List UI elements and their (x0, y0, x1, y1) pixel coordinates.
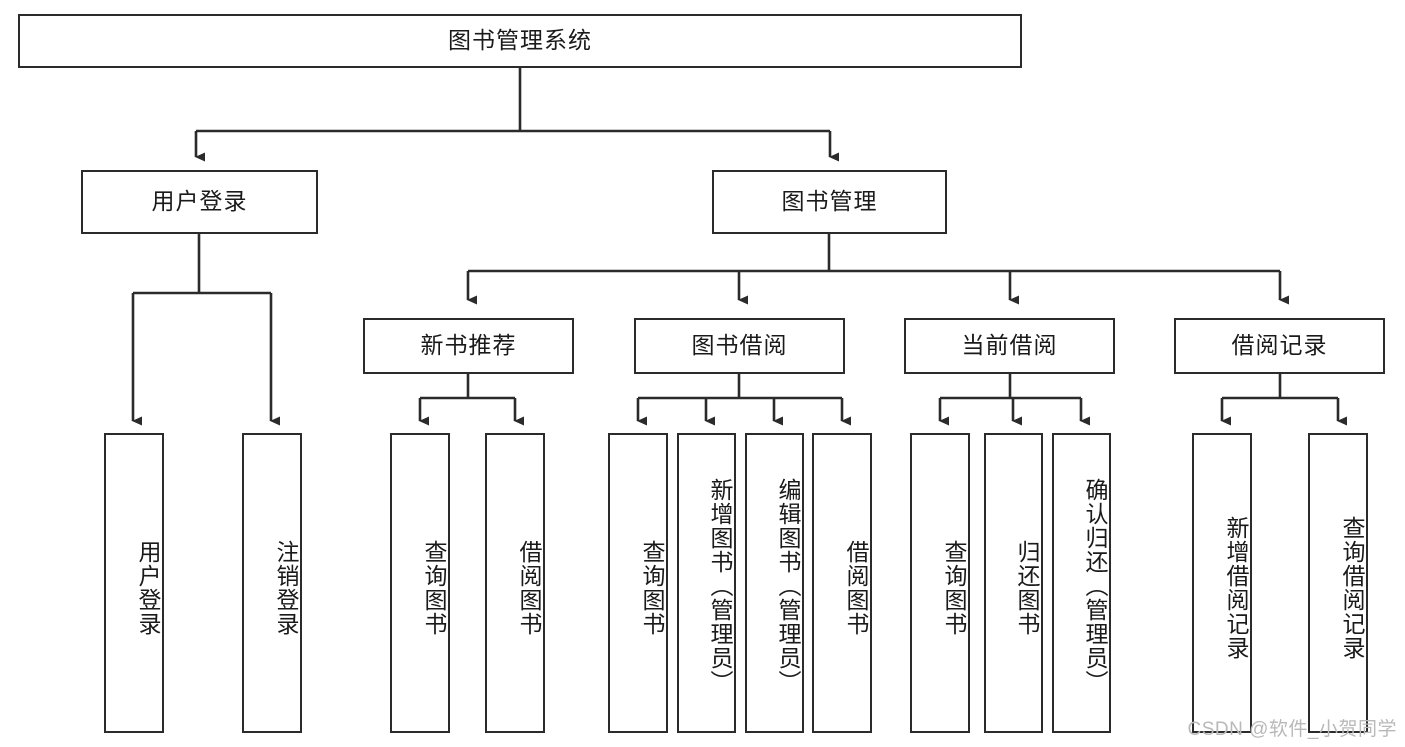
node-label: 用户登录 (135, 540, 161, 636)
node-root-book-management-system[interactable]: 图书管理系统 (18, 14, 1022, 68)
node-label: 归还图书 (1014, 540, 1040, 636)
leaf-borrow-book[interactable]: 借阅图书 (812, 433, 872, 733)
node-label: 查询借阅记录 (1339, 516, 1365, 660)
node-label: 借阅图书 (843, 540, 869, 636)
leaf-add-borrow-record[interactable]: 新增借阅记录 (1192, 433, 1252, 733)
leaf-edit-book-admin[interactable]: 编辑图书（管理员） (745, 433, 804, 733)
node-label: 图书管理系统 (448, 27, 592, 54)
node-label: 新增图书（管理员） (707, 478, 733, 694)
node-borrow-record[interactable]: 借阅记录 (1174, 318, 1385, 374)
leaf-logout-login[interactable]: 注销登录 (242, 433, 302, 733)
leaf-return-book[interactable]: 归还图书 (984, 433, 1043, 733)
node-user-login[interactable]: 用户登录 (81, 170, 318, 234)
node-label: 图书借阅 (691, 332, 788, 359)
node-label: 确认归还（管理员） (1082, 478, 1108, 694)
node-label: 当前借阅 (961, 332, 1058, 359)
node-label: 新书推荐 (420, 332, 517, 359)
node-book-borrow[interactable]: 图书借阅 (634, 318, 845, 374)
leaf-borrow-book-recommend[interactable]: 借阅图书 (485, 433, 545, 733)
node-label: 注销登录 (273, 540, 299, 636)
leaf-query-borrow-record[interactable]: 查询借阅记录 (1308, 433, 1368, 733)
node-label: 用户登录 (151, 188, 248, 215)
node-new-book-recommend[interactable]: 新书推荐 (363, 318, 574, 374)
node-current-borrow[interactable]: 当前借阅 (904, 318, 1115, 374)
node-label: 借阅图书 (516, 540, 542, 636)
node-label: 图书管理 (781, 188, 878, 215)
node-label: 编辑图书（管理员） (775, 478, 801, 694)
leaf-query-book-borrow[interactable]: 查询图书 (608, 433, 668, 733)
node-label: 查询图书 (941, 540, 967, 636)
leaf-confirm-return-admin[interactable]: 确认归还（管理员） (1052, 433, 1111, 733)
watermark: CSDN @软件_小贺同学 (1187, 719, 1397, 740)
leaf-user-login[interactable]: 用户登录 (104, 433, 164, 733)
node-label: 查询图书 (421, 540, 447, 636)
leaf-add-book-admin[interactable]: 新增图书（管理员） (677, 433, 736, 733)
node-book-management[interactable]: 图书管理 (712, 170, 947, 234)
node-label: 借阅记录 (1231, 332, 1328, 359)
node-label: 查询图书 (639, 540, 665, 636)
node-label: 新增借阅记录 (1223, 516, 1249, 660)
leaf-query-book-recommend[interactable]: 查询图书 (390, 433, 450, 733)
leaf-query-book-current[interactable]: 查询图书 (910, 433, 970, 733)
